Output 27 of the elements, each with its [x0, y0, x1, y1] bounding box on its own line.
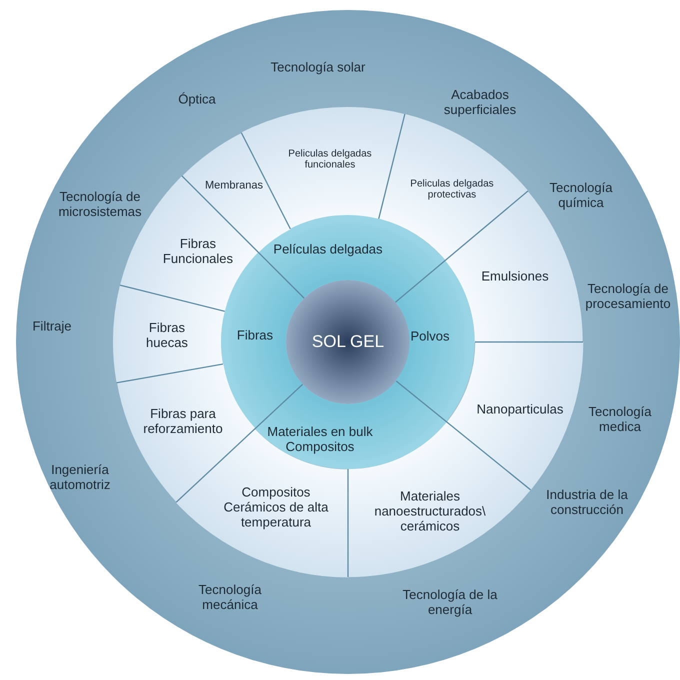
sector-label: Fibras huecas	[145, 321, 189, 351]
application-label: Ingeniería automotriz	[48, 463, 112, 493]
sector-label: Polvos	[409, 330, 450, 344]
application-label: Óptica	[177, 92, 217, 108]
sector-label: Películas delgadas	[272, 242, 383, 258]
sector-label: Fibras para reforzamiento	[142, 407, 224, 437]
center-label: SOL GEL	[310, 332, 386, 352]
sector-label: Materiales en bulk Compositos	[266, 425, 374, 455]
sector-label: Compositos Cerámicos de alta temperatura	[222, 486, 330, 530]
application-label: Tecnología de microsistemas	[57, 190, 143, 220]
application-label: Tecnología medica	[588, 405, 652, 435]
sector-label: Fibras Funcionales	[162, 237, 234, 267]
sector-label: Nanoparticulas	[476, 402, 564, 418]
sector-label: Materiales nanoestructurados\ cerámicos	[373, 490, 487, 534]
application-label: Industria de la construcción	[545, 488, 629, 518]
sector-label: Peliculas delgadas funcionales	[287, 148, 373, 172]
application-label: Filtraje	[31, 320, 72, 334]
sector-label: Peliculas delgadas protectivas	[409, 178, 495, 202]
application-label: Tecnología química	[548, 181, 614, 211]
application-label: Tecnología de la energía	[402, 588, 498, 618]
application-label: Tecnología mecánica	[198, 583, 262, 613]
application-label: Acabados superficiales	[442, 88, 518, 118]
application-label: Tecnología de procesamiento	[584, 282, 672, 312]
sector-label: Fibras	[236, 328, 274, 344]
sector-label: Membranas	[204, 180, 264, 192]
application-label: Tecnología solar	[270, 60, 366, 76]
sector-label: Emulsiones	[480, 270, 550, 284]
